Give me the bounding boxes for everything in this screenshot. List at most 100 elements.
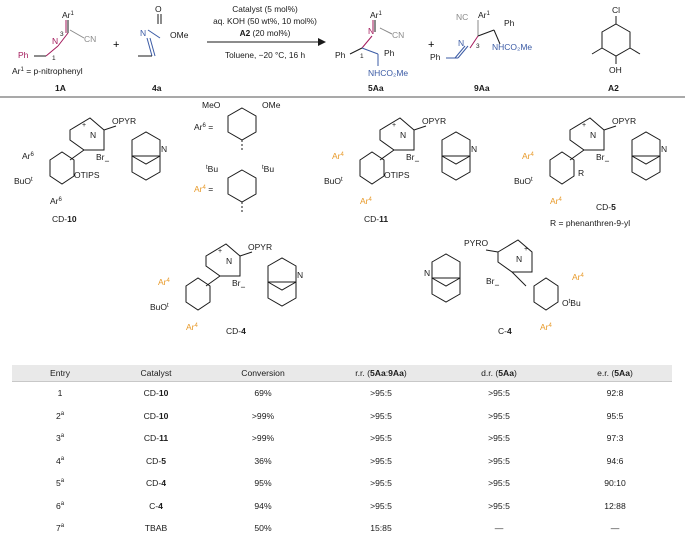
product-9aa-pos3: 3 <box>476 43 480 50</box>
cd11-opyr: OPYR <box>422 116 446 126</box>
er-cell: 90:10 <box>558 472 672 495</box>
conversion-conversion: 69% <box>254 388 272 399</box>
product-5aa-label: 5Aa <box>368 83 384 93</box>
catalyst-c4: PYRO N + Br− N Ar4 OtBu Ar4 C-4 <box>424 238 585 336</box>
catalyst-cat-prefix: CD- <box>143 433 160 444</box>
er-cell: 97:3 <box>558 427 672 450</box>
dr-cell: >95:5 <box>440 450 558 473</box>
catalyst-cat-prefix: CD- <box>143 388 159 399</box>
rr-rr: >95:5 <box>370 500 392 511</box>
catalyst-cat-prefix: C- <box>149 500 159 511</box>
dr-cell: >95:5 <box>440 427 558 450</box>
er-cell: 92:8 <box>558 382 672 405</box>
product-5Aa: Ar1 N CN Ph 1 Ph NHCO₂Me 5Aa <box>335 10 408 93</box>
additive-A2: Cl OH A2 <box>591 5 641 93</box>
dr-dr: >95:5 <box>488 433 510 444</box>
cd4-br: Br− <box>232 278 246 292</box>
rr-rr: >95:5 <box>370 455 392 466</box>
cd10-plus: + <box>82 122 86 129</box>
conditions-additive: A2 (20 mol%) <box>240 28 291 38</box>
conversion-conversion: 95% <box>254 478 272 489</box>
catalyst-cell: CD-10 <box>108 382 204 405</box>
cd11-otips: OTIPS <box>384 170 410 180</box>
cd11-label: CD-11 <box>364 214 388 224</box>
er-er: 90:10 <box>604 478 626 489</box>
substrate-label: 1A <box>55 83 66 93</box>
entry-entry: 2 <box>55 410 61 421</box>
imine-oxygen: O <box>155 4 162 14</box>
er-cell: — <box>558 517 672 540</box>
cd4-n-plus: N <box>226 256 232 266</box>
rr-cell: >95:5 <box>322 405 440 428</box>
dr-cell: — <box>440 517 558 540</box>
cd11-br: Br− <box>406 152 420 166</box>
entry-cell: 7a <box>12 517 108 540</box>
cd10-buo: BuOt <box>14 176 33 186</box>
cd11-ar4-top: Ar4 <box>332 151 345 161</box>
entry-cell: 4a <box>12 450 108 473</box>
cd11-ar4-bot: Ar4 <box>360 196 373 206</box>
cd5-br: Br− <box>596 152 610 166</box>
entry-entry: 1 <box>57 388 63 399</box>
substrate-pos1: 1 <box>52 55 56 62</box>
rr-rr: >95:5 <box>370 410 392 421</box>
ar-def-ome: OMe <box>262 100 281 110</box>
cd4-n-quin: N <box>297 270 303 280</box>
entry-entry: 3 <box>55 433 61 444</box>
conversion-conversion: 50% <box>254 523 272 534</box>
ar-def-ar4: Ar4 = <box>194 184 213 194</box>
catalyst-cat-prefix: CD- <box>143 410 159 421</box>
catalyst-cell: CD-5 <box>108 450 204 473</box>
product-5aa-ar1: Ar1 <box>370 10 383 20</box>
rr-cell: >95:5 <box>322 495 440 518</box>
catalyst-cat-bold: 4 <box>158 500 163 511</box>
entry-sup: a <box>60 410 65 417</box>
product-5aa-ph2: Ph <box>384 48 395 58</box>
conversion-conversion: >99% <box>251 410 275 421</box>
catalyst-cd10: OPYR N + Br− N Ar6 BuOt OTIPS Ar6 CD-10 <box>14 116 167 224</box>
conditions-solvent: Toluene, −20 °C, 16 h <box>225 50 306 60</box>
imine-nitrogen: N <box>140 28 146 38</box>
entry-sup: a <box>60 478 65 485</box>
cd11-buo: BuOt <box>324 176 343 186</box>
er-cell: 95:5 <box>558 405 672 428</box>
catalyst-cell: CD-10 <box>108 405 204 428</box>
cd10-n-plus: N <box>90 130 96 140</box>
entry-cell: 6a <box>12 495 108 518</box>
product-5aa-pos1: 1 <box>360 53 364 60</box>
table-header-row: Entry Catalyst Conversion r.r. (5Aa:9Aa)… <box>12 365 672 382</box>
product-9aa-ph1: Ph <box>504 18 515 28</box>
dr-cell: >95:5 <box>440 495 558 518</box>
entry-entry: 6 <box>55 500 61 511</box>
catalyst-cell: TBAB <box>108 517 204 540</box>
cd4-opyr: OPYR <box>248 242 272 252</box>
entry-sup: a <box>60 523 65 530</box>
catalyst-cell: C-4 <box>108 495 204 518</box>
header-dr: d.r. (5Aa) <box>440 365 558 382</box>
dr-dr: >95:5 <box>488 478 510 489</box>
cd5-r-definition: R = phenanthren-9-yl <box>550 218 630 228</box>
aryl-definitions: MeO OMe Ar6 = tBu tBu Ar4 = <box>194 100 281 214</box>
cd4-plus: + <box>218 248 222 255</box>
er-er: 95:5 <box>606 410 624 421</box>
product-9aa-ar1: Ar1 <box>478 10 491 20</box>
imine-4a: O N OMe 4a <box>138 4 189 93</box>
additive-label: A2 <box>608 83 619 93</box>
imine-label: 4a <box>152 83 162 93</box>
conversion-cell: >99% <box>204 427 322 450</box>
dr-dr: >95:5 <box>488 410 510 421</box>
c4-br: Br− <box>486 276 500 290</box>
catalyst-cat-prefix: CD- <box>145 455 162 466</box>
conversion-conversion: 94% <box>254 500 272 511</box>
er-cell: 94:6 <box>558 450 672 473</box>
conversion-cell: 36% <box>204 450 322 473</box>
catalyst-cd4: OPYR N + Br− N Ar4 BuOt Ar4 CD-4 <box>150 242 303 336</box>
er-er: — <box>610 523 620 534</box>
rr-rr: >95:5 <box>370 433 392 444</box>
er-er: 92:8 <box>606 388 624 399</box>
